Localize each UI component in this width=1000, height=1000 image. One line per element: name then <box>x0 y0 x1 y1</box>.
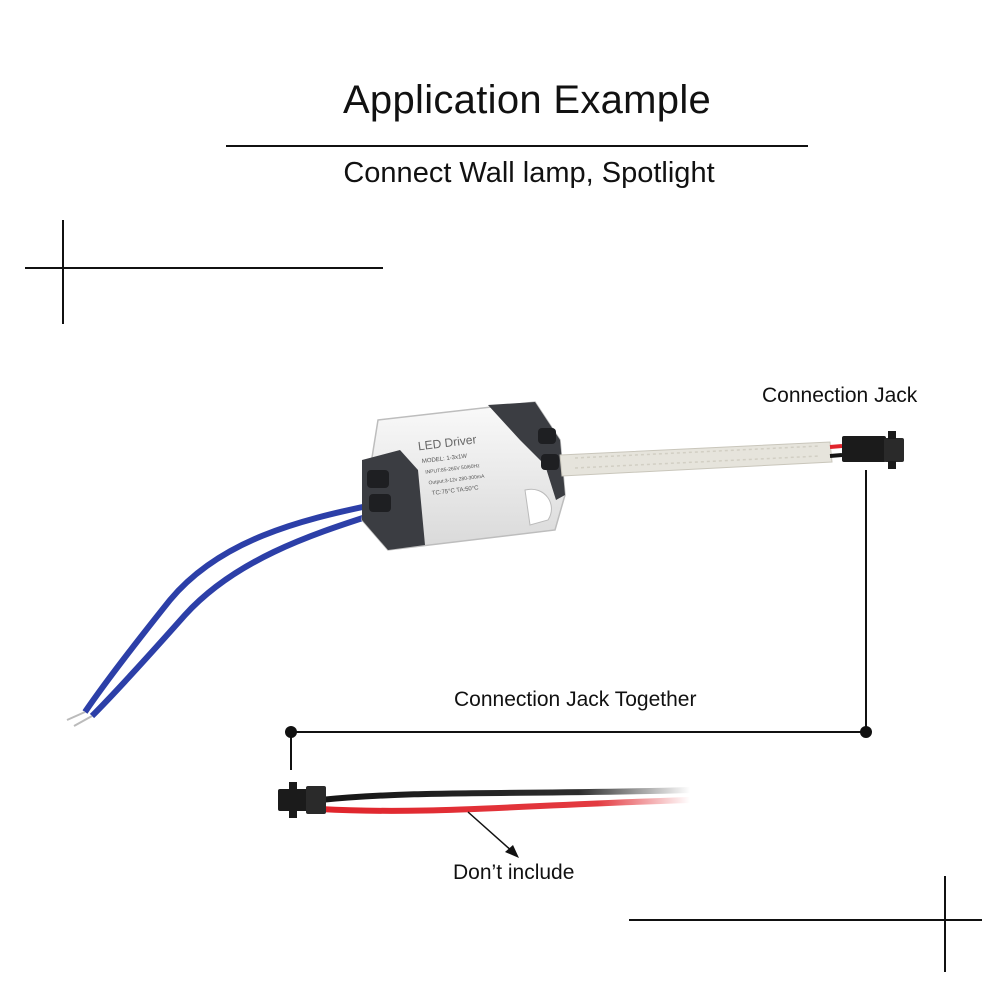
driver-connection-jack <box>842 431 904 469</box>
connection-leader-lines <box>290 470 867 770</box>
driver-model-text: MODEL: 1-3x1W <box>422 453 468 465</box>
page-title: Application Example <box>342 78 712 122</box>
connection-jack-label: Connection Jack <box>762 384 918 407</box>
dont-include-label: Don’t include <box>453 861 575 884</box>
lamp-side-wire <box>319 787 691 814</box>
output-sleeve <box>559 441 843 477</box>
lamp-connection-jack <box>278 782 326 818</box>
corner-cross-bottom-horizontal <box>629 919 982 921</box>
dont-include-arrow <box>467 811 519 858</box>
corner-cross-bottom-vertical <box>944 876 946 972</box>
input-wires <box>66 502 373 727</box>
driver-case: LED Driver MODEL: 1-3x1W INPUT:85-265V 5… <box>361 401 566 551</box>
connection-dot-left <box>285 726 297 738</box>
corner-cross-top-vertical <box>62 220 64 324</box>
driver-temp-text: TC:75°C TA:50°C <box>432 485 480 497</box>
title-divider <box>226 145 808 147</box>
corner-cross-top-horizontal <box>25 267 383 269</box>
page-subtitle: Connect Wall lamp, Spotlight <box>343 157 715 189</box>
connection-dot-right <box>860 726 872 738</box>
connection-together-label: Connection Jack Together <box>454 688 697 711</box>
